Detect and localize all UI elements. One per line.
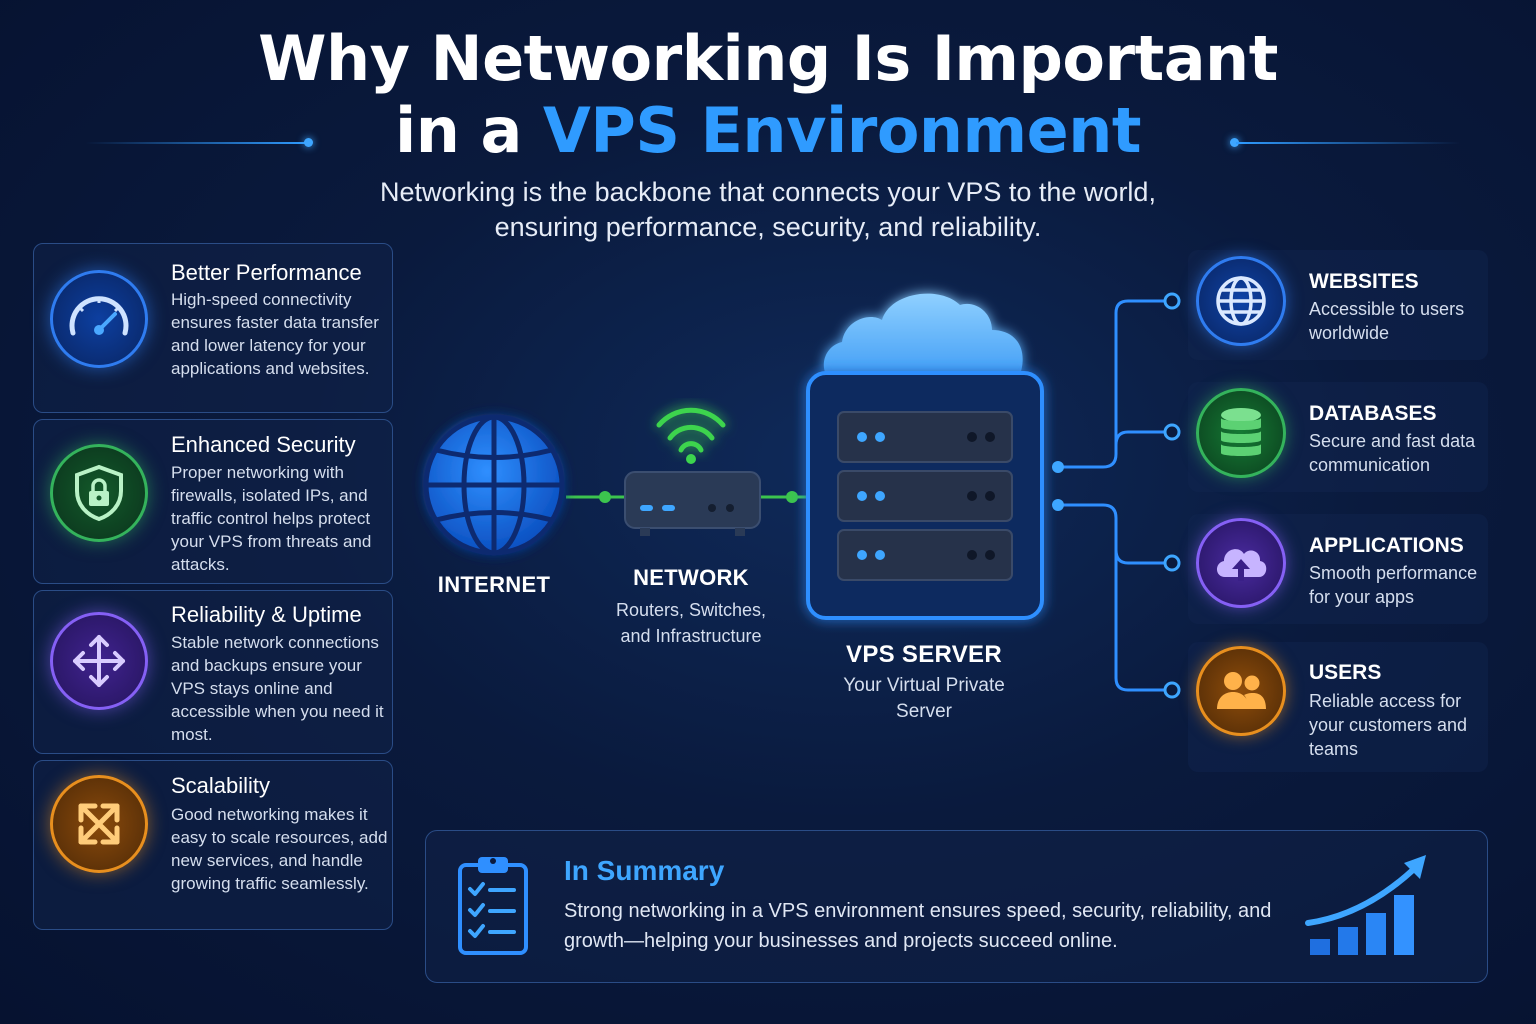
server-label: VPS SERVER — [846, 641, 1002, 668]
service-applications: APPLICATIONS Smooth performance for your… — [1188, 514, 1488, 624]
connector-server-services — [1058, 299, 1172, 692]
growth-chart-icon — [1305, 855, 1426, 955]
service-databases: DATABASES Secure and fast data communica… — [1188, 382, 1488, 492]
summary-panel: In Summary Strong networking in a VPS en… — [425, 830, 1488, 983]
title-prefix: in a — [395, 94, 543, 167]
internet-label: INTERNET — [437, 572, 551, 597]
title-decoration-left — [85, 142, 307, 144]
network-sub: Routers, Switches, and Infrastructure — [615, 600, 767, 646]
server-unit — [837, 411, 1013, 463]
service-title: DATABASES — [1309, 402, 1437, 425]
connector-nodes — [1052, 292, 1181, 699]
arrows-cross-icon — [50, 612, 148, 710]
benefit-card-security: Enhanced Security Proper networking with… — [33, 419, 393, 584]
database-icon — [1196, 388, 1286, 478]
shield-lock-icon — [50, 444, 148, 542]
benefit-card-performance: Better Performance High-speed connectivi… — [33, 243, 393, 413]
title-decoration-dot-left — [304, 138, 313, 147]
cloud-icon — [823, 293, 1023, 380]
benefit-card-scalability: Scalability Good networking makes it eas… — [33, 760, 393, 930]
server-unit — [837, 529, 1013, 581]
benefit-desc: Proper networking with firewalls, isolat… — [171, 463, 372, 574]
benefit-title: Scalability — [171, 773, 271, 798]
benefit-desc: High-speed connectivity ensures faster d… — [171, 290, 379, 378]
clipboard-checklist-icon — [458, 857, 528, 955]
benefit-title: Enhanced Security — [171, 432, 356, 457]
title-accent: VPS Environment — [542, 94, 1142, 167]
summary-title: In Summary — [564, 855, 725, 886]
service-desc: Reliable access for your customers and t… — [1309, 691, 1468, 759]
benefit-card-reliability: Reliability & Uptime Stable network conn… — [33, 590, 393, 754]
benefit-desc: Good networking makes it easy to scale r… — [171, 805, 388, 893]
connector-internet-network — [566, 491, 625, 503]
internet-globe-icon — [423, 414, 565, 556]
service-users: USERS Reliable access for your customers… — [1188, 642, 1488, 772]
page-title-line2: in a VPS Environment — [0, 100, 1536, 162]
expand-arrows-icon — [50, 775, 148, 873]
server-unit — [837, 470, 1013, 522]
title-decoration-dot-right — [1230, 138, 1239, 147]
service-desc: Secure and fast data communication — [1309, 431, 1476, 475]
title-decoration-right — [1236, 142, 1460, 144]
speedometer-icon — [50, 270, 148, 368]
benefit-title: Reliability & Uptime — [171, 602, 362, 627]
router-icon — [624, 407, 761, 536]
page-title-line1: Why Networking Is Important — [258, 22, 1278, 95]
summary-text: Strong networking in a VPS environment e… — [564, 900, 1272, 952]
subtitle-line2: ensuring performance, security, and reli… — [494, 212, 1042, 242]
globe-icon — [1196, 256, 1286, 346]
cloud-upload-icon — [1196, 518, 1286, 608]
benefit-title: Better Performance — [171, 260, 362, 285]
service-websites: WEBSITES Accessible to users worldwide — [1188, 250, 1488, 360]
network-label: NETWORK — [633, 565, 749, 590]
vps-server-icon — [806, 371, 1044, 620]
server-sub: Your Virtual Private Server — [843, 675, 1005, 722]
service-title: USERS — [1309, 661, 1382, 684]
service-title: APPLICATIONS — [1309, 534, 1464, 557]
connector-network-server — [760, 491, 808, 503]
service-desc: Smooth performance for your apps — [1309, 563, 1478, 607]
benefit-desc: Stable network connections and backups e… — [171, 633, 384, 744]
service-desc: Accessible to users worldwide — [1309, 299, 1465, 343]
service-title: WEBSITES — [1309, 270, 1419, 293]
users-icon — [1196, 646, 1286, 736]
subtitle-line1: Networking is the backbone that connects… — [380, 177, 1156, 207]
